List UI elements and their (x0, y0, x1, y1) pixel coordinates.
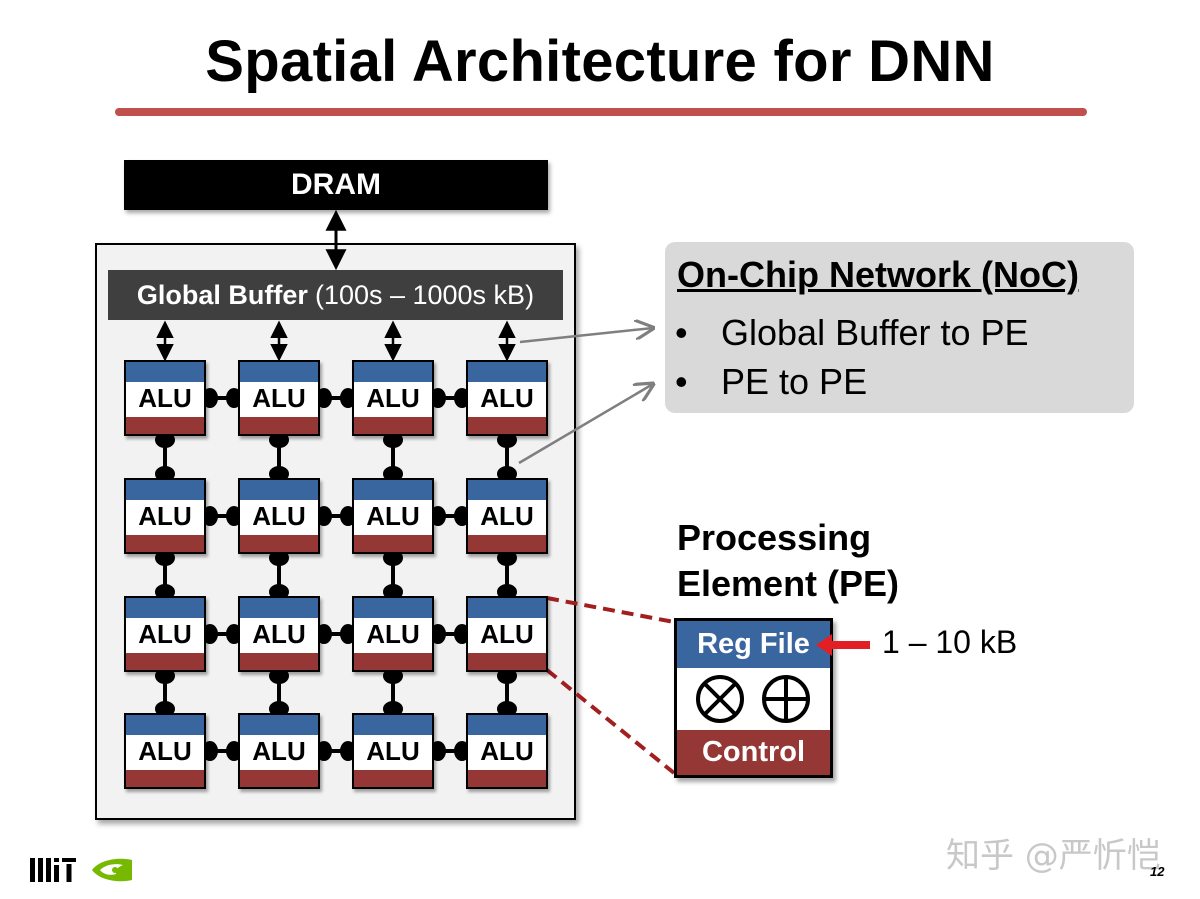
pe-title-line1: Processing (677, 517, 872, 558)
alu-label: ALU (138, 500, 192, 531)
alu-label: ALU (366, 382, 420, 413)
bullet-icon: • (675, 361, 688, 402)
alu-label: ALU (366, 735, 420, 766)
pe-mesh-links (155, 388, 517, 761)
alu-pe: ALU (352, 360, 434, 436)
alu-pe: ALU (352, 713, 434, 789)
pe-zoom-lines (545, 596, 676, 775)
alu-pe: ALU (466, 713, 548, 789)
alu-label: ALU (252, 618, 306, 649)
alu-pe: ALU (238, 478, 320, 554)
mit-logo (30, 858, 76, 882)
slide-title: Spatial Architecture for DNN (205, 29, 995, 94)
alu-pe: ALU (124, 713, 206, 789)
alu-label: ALU (480, 382, 534, 413)
watermark: 知乎 @严忻恺 (946, 836, 1161, 876)
alu-label: ALU (252, 382, 306, 413)
noc-item: • PE to PE (675, 361, 867, 403)
alu-label: ALU (138, 618, 192, 649)
alu-label: ALU (480, 735, 534, 766)
pe-control: Control (677, 730, 830, 775)
page-number: 12 (1150, 864, 1165, 879)
alu-pe: ALU (124, 596, 206, 672)
alu-pe: ALU (124, 478, 206, 554)
alu-pe: ALU (466, 596, 548, 672)
alu-pe: ALU (238, 713, 320, 789)
nvidia-logo (92, 858, 132, 882)
alu-pe: ALU (466, 360, 548, 436)
noc-callout-arrows (518, 328, 653, 465)
alu-label: ALU (480, 500, 534, 531)
noc-item: • Global Buffer to PE (675, 312, 1029, 354)
alu-label: ALU (366, 618, 420, 649)
add-icon (762, 675, 810, 723)
alu-pe: ALU (352, 478, 434, 554)
alu-label: ALU (252, 500, 306, 531)
noc-callout (665, 242, 1134, 413)
noc-item-text: Global Buffer to PE (721, 312, 1029, 353)
alu-label: ALU (138, 382, 192, 413)
pe-title-line2: Element (PE) (677, 563, 900, 604)
reg-size-arrow-icon (816, 634, 870, 656)
reg-file-size: 1 – 10 kB (882, 624, 1018, 660)
alu-label: ALU (138, 735, 192, 766)
pe-title: Processing Element (PE) (677, 515, 899, 607)
alu-pe: ALU (352, 596, 434, 672)
global-buffer: Global Buffer (100s – 1000s kB) (108, 270, 563, 320)
alu-label: ALU (366, 500, 420, 531)
dram-block: DRAM (124, 160, 548, 210)
noc-title: On-Chip Network (NoC) (677, 254, 1079, 295)
pe-reg-file: Reg File (677, 621, 830, 668)
pe-ops (696, 675, 810, 723)
alu-pe: ALU (238, 360, 320, 436)
global-buffer-size: (100s – 1000s kB) (314, 279, 535, 310)
alu-label: ALU (480, 618, 534, 649)
multiply-icon (696, 675, 744, 723)
noc-item-text: PE to PE (721, 361, 868, 402)
alu-pe: ALU (466, 478, 548, 554)
buffer-pe-links (156, 320, 516, 362)
alu-pe: ALU (238, 596, 320, 672)
alu-label: ALU (252, 735, 306, 766)
title-underline (115, 108, 1087, 116)
dram-label: DRAM (291, 168, 381, 201)
global-buffer-label: Global Buffer (136, 279, 308, 310)
bullet-icon: • (675, 312, 688, 353)
alu-pe: ALU (124, 360, 206, 436)
